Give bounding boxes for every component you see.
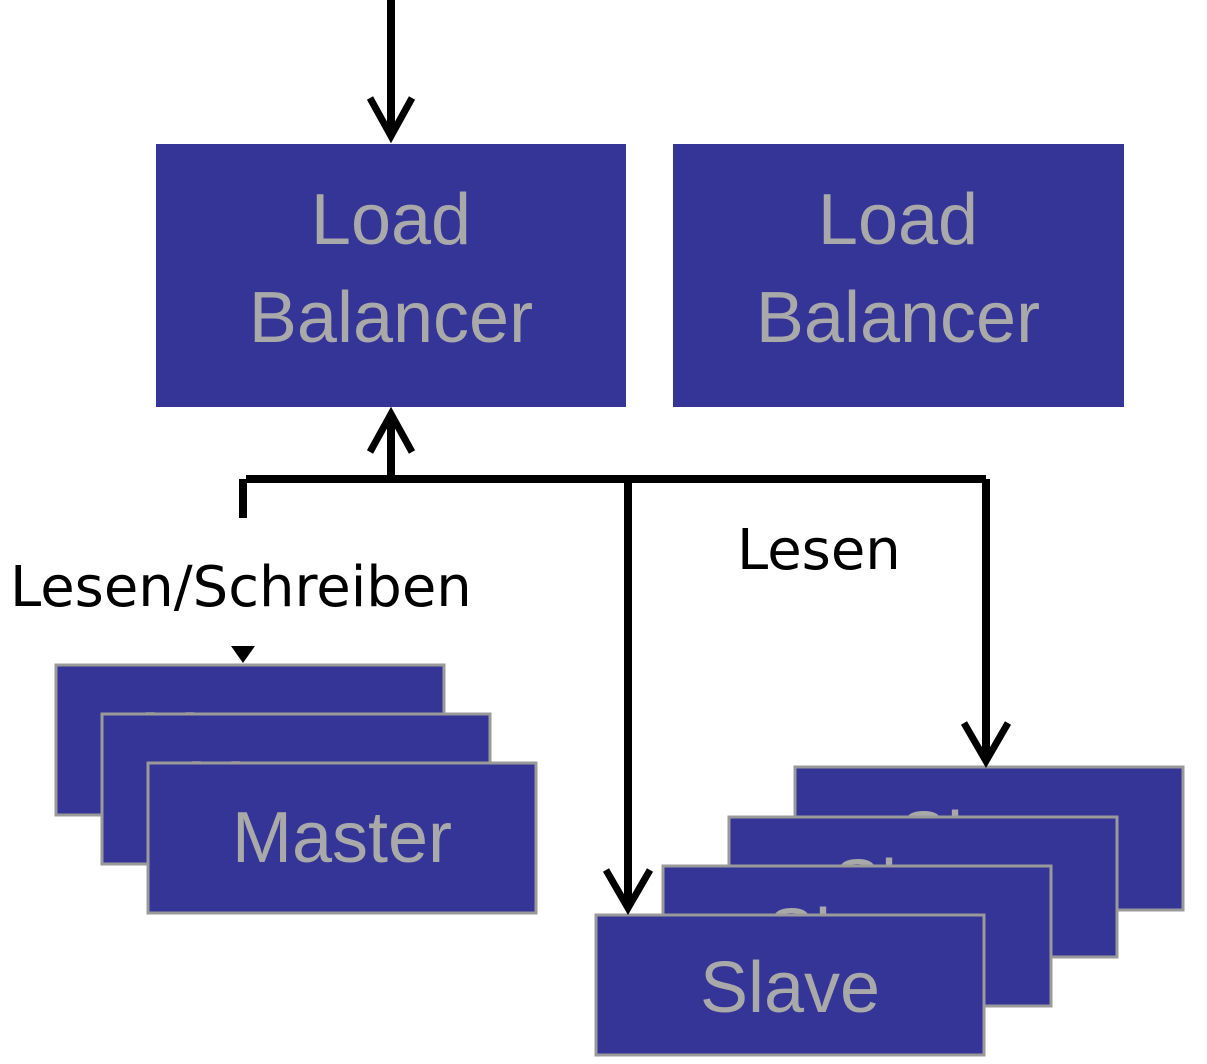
- master-box-front-label: Master: [232, 798, 452, 878]
- load-balancer-2-line1: Load: [818, 180, 978, 260]
- master-stack: Master Master Master: [54, 663, 538, 915]
- arrow-to-slave-front: [602, 479, 654, 915]
- load-balancer-2: Load Balancer: [673, 144, 1124, 407]
- slave-box-1-label: Slave: [700, 948, 880, 1028]
- load-balancer-2-line2: Balancer: [756, 278, 1040, 358]
- arrow-to-slave-back: [960, 479, 1012, 768]
- load-balancer-1-line2: Balancer: [249, 278, 533, 358]
- load-balancer-1: Load Balancer: [156, 144, 626, 407]
- connection-bus: [239, 406, 986, 518]
- slave-box-1: [594, 913, 986, 1057]
- load-balancer-1-line1: Load: [311, 180, 471, 260]
- master-box-front: [146, 761, 538, 915]
- incoming-arrow: [366, 0, 416, 144]
- read-label: Lesen: [737, 518, 901, 583]
- read-write-label: Lesen/Schreiben: [10, 555, 472, 620]
- arrow-up-to-load-balancer: [366, 406, 416, 454]
- arrow-to-master: [231, 646, 255, 663]
- slave-stack: Slave Slave Slave Slave: [594, 765, 1185, 1057]
